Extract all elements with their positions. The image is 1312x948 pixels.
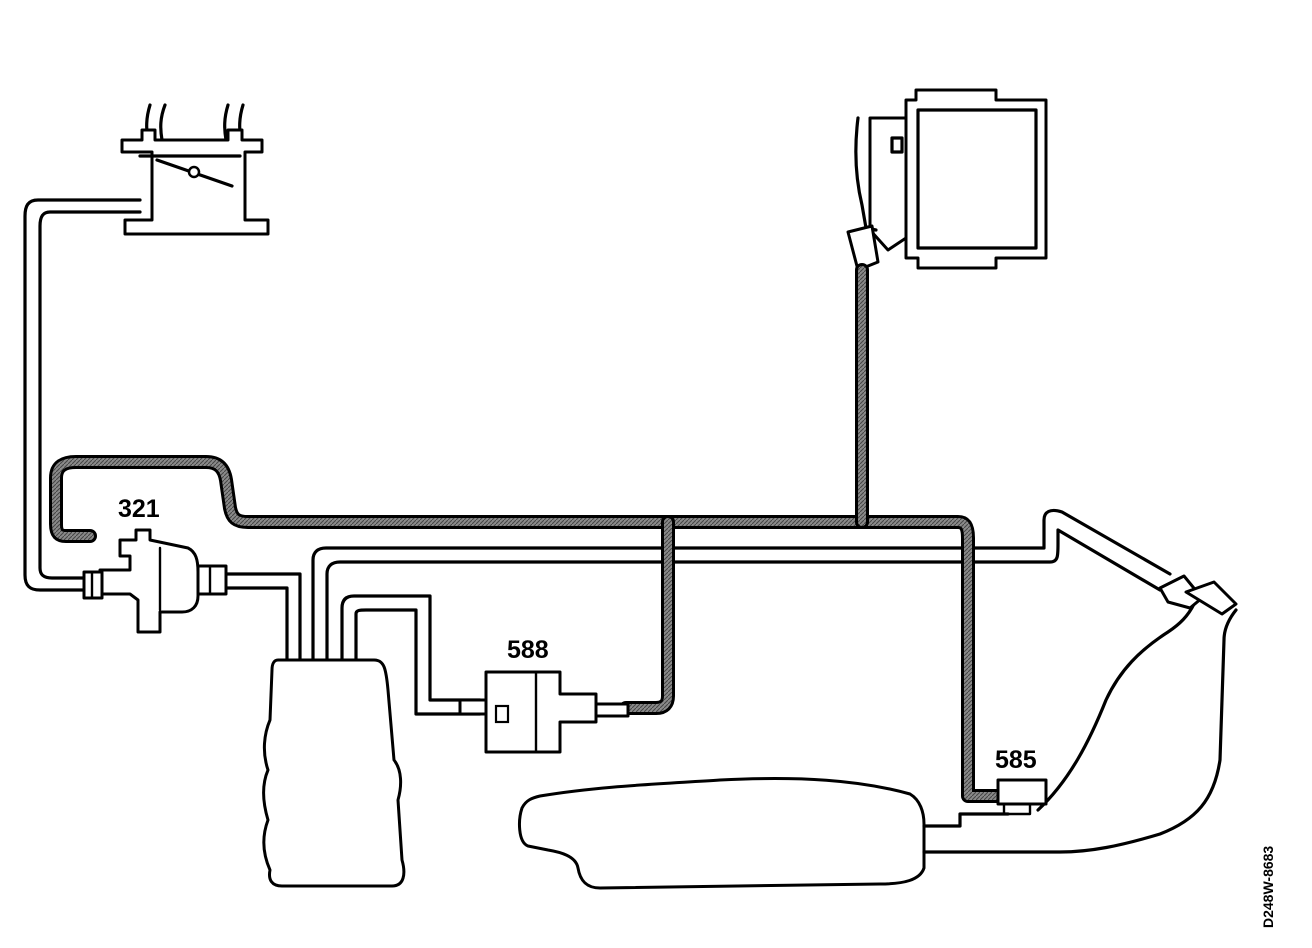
throttle-body: [120, 103, 270, 236]
vent-hoses: [23, 198, 1172, 716]
engine-block: [262, 658, 406, 888]
air-flow-meter: [846, 88, 1048, 272]
sensor-585: [996, 778, 1048, 816]
drawing-code: D248W-8683: [1260, 846, 1276, 928]
canister-588: [458, 670, 630, 754]
fuel-tank: [518, 574, 1238, 890]
valve-321: [82, 528, 228, 634]
label-321: 321: [118, 495, 160, 523]
label-588: 588: [507, 636, 549, 664]
vacuum-hoses: [49, 263, 1007, 803]
label-585: 585: [995, 746, 1037, 774]
